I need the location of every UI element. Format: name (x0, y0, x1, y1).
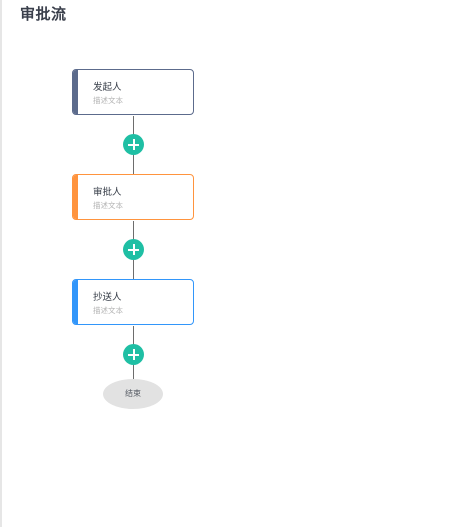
node-description: 描述文本 (93, 96, 123, 105)
node-title: 抄送人 (93, 292, 122, 303)
add-node-button[interactable] (123, 239, 144, 260)
flow-node-cc[interactable]: 抄送人 描述文本 (72, 279, 194, 325)
left-divider (0, 0, 2, 527)
flow-end-node: 结束 (103, 379, 163, 409)
plus-icon (133, 139, 135, 150)
node-description: 描述文本 (93, 201, 123, 210)
node-title: 审批人 (93, 187, 122, 198)
flow-node-approver[interactable]: 审批人 描述文本 (72, 174, 194, 220)
flow-node-initiator[interactable]: 发起人 描述文本 (72, 69, 194, 115)
node-accent-bar (73, 280, 78, 324)
node-accent-bar (73, 70, 78, 114)
node-accent-bar (73, 175, 78, 219)
plus-icon (133, 349, 135, 360)
add-node-button[interactable] (123, 134, 144, 155)
page-title: 审批流 (20, 5, 67, 23)
plus-icon (133, 244, 135, 255)
node-description: 描述文本 (93, 306, 123, 315)
add-node-button[interactable] (123, 344, 144, 365)
node-title: 发起人 (93, 82, 122, 93)
